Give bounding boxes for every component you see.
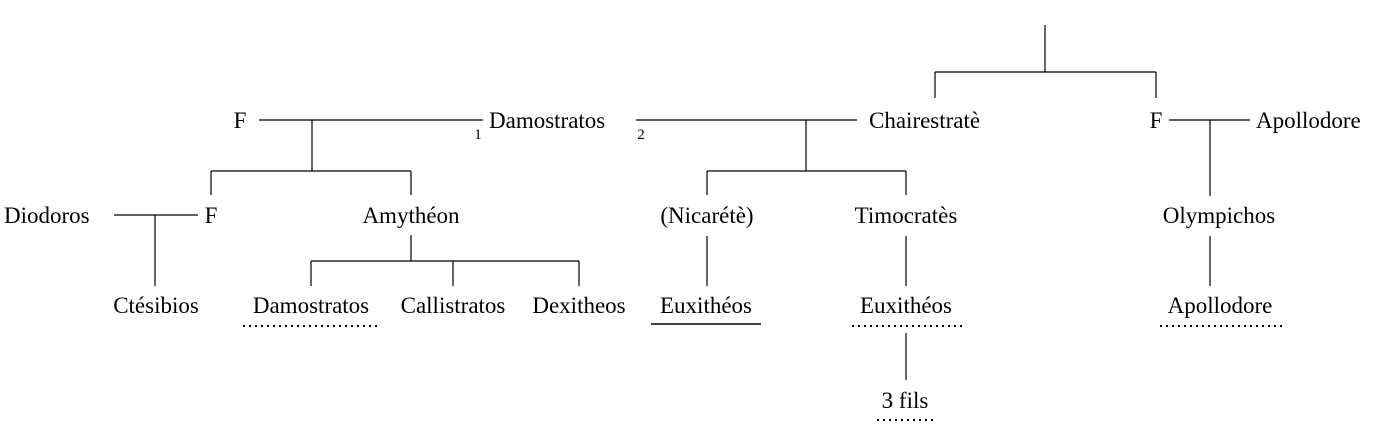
person-olympichos: Olympichos (1163, 203, 1275, 228)
person-euxitheos-dotted: Euxithéos (860, 293, 952, 318)
name-underlines (243, 323, 1283, 421)
person-three-sons: 3 fils (882, 388, 929, 413)
person-diodoros: Diodoros (4, 203, 90, 228)
person-dexitheos: Dexitheos (532, 293, 625, 318)
marriage-number-1: 1 (474, 127, 482, 143)
tree-connectors (114, 25, 1250, 380)
person-apollodore-bottom: Apollodore (1168, 293, 1273, 318)
person-f-left: F (234, 108, 247, 133)
person-callistratos: Callistratos (401, 293, 506, 318)
person-damostratos: Damostratos (489, 108, 605, 133)
marriage-number-2: 2 (637, 127, 645, 143)
person-euxitheos-solid: Euxithéos (660, 293, 752, 318)
person-damostratos-child: Damostratos (253, 293, 369, 318)
person-f-mid: F (205, 203, 218, 228)
person-chairestrate: Chairestratè (869, 108, 980, 133)
person-apollodore-top: Apollodore (1256, 108, 1361, 133)
person-nicarete: (Nicarétè) (660, 203, 753, 228)
person-timocrates: Timocratès (855, 203, 958, 228)
person-amytheon: Amythéon (362, 203, 460, 228)
person-ctesibios: Ctésibios (113, 293, 199, 318)
person-f-right: F (1150, 108, 1163, 133)
